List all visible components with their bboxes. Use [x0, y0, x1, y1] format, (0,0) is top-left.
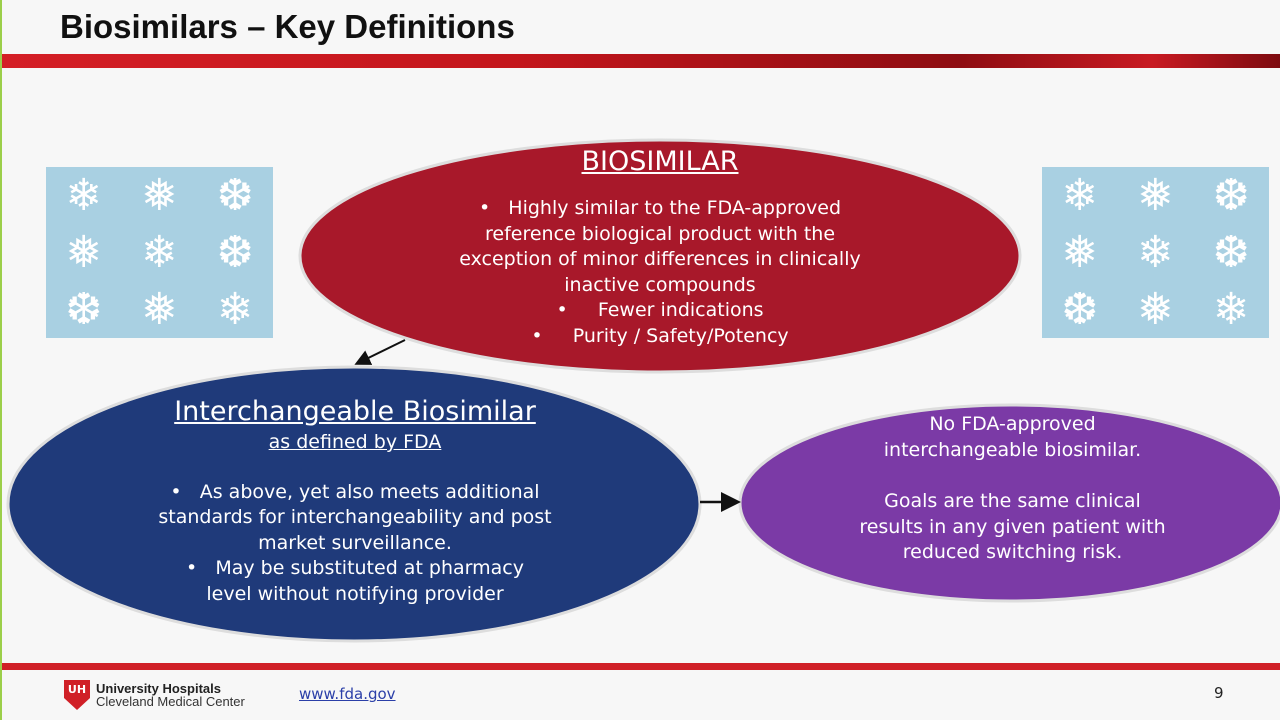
- snowflake-icon: ❆: [1061, 283, 1099, 335]
- interchangeable-heading: Interchangeable Biosimilar: [174, 396, 536, 427]
- interchangeable-text: Interchangeable Biosimilar as defined by…: [110, 394, 600, 607]
- snowflake-panel-right: ❄❅❆ ❅❄❆ ❆❅❄: [1042, 167, 1269, 338]
- snowflake-icon: ❄: [141, 226, 178, 278]
- snowflake-icon: ❄: [65, 169, 103, 221]
- interchangeable-bullet: • As above, yet also meets additional st…: [158, 480, 552, 554]
- snowflake-icon: ❅: [1061, 226, 1099, 278]
- uh-logo-mark: UH: [64, 680, 90, 710]
- snowflake-icon: ❅: [1137, 283, 1174, 335]
- snowflake-icon: ❄: [1212, 283, 1250, 335]
- slide-edge: [0, 0, 2, 720]
- interchangeable-ellipse: [6, 365, 702, 643]
- snowflake-icon: ❅: [141, 283, 178, 335]
- snowflake-icon: ❄: [1137, 226, 1174, 278]
- snowflake-icon: ❆: [216, 226, 254, 278]
- snowflake-icon: ❅: [65, 226, 103, 278]
- snowflake-icon: ❄: [1061, 169, 1099, 221]
- fda-link[interactable]: www.fda.gov: [299, 685, 396, 703]
- snowflake-icon: ❆: [65, 283, 103, 335]
- bullet-text: May be substituted at pharmacy level wit…: [206, 557, 524, 605]
- logo-line-2: Cleveland Medical Center: [96, 693, 245, 709]
- biosimilar-heading: BIOSIMILAR: [581, 146, 739, 177]
- snowflake-icon: ❅: [141, 169, 178, 221]
- bullet-text: Purity / Safety/Potency: [572, 324, 789, 347]
- bullet-text: Fewer indications: [597, 299, 764, 321]
- slide-title: Biosimilars – Key Definitions: [60, 8, 515, 45]
- snowflake-icon: ❅: [1137, 169, 1174, 221]
- biosimilar-bullet: • Fewer indications: [556, 299, 764, 321]
- footer-bar: [2, 663, 1280, 670]
- biosimilar-bullet: • Highly similar to the FDA-approved ref…: [459, 197, 861, 296]
- uh-logo: UH University Hospitals Cleveland Medica…: [64, 680, 245, 710]
- snowflake-icon: ❆: [1212, 169, 1250, 221]
- biosimilar-bullet: • Purity / Safety/Potency: [531, 324, 789, 347]
- bullet-text: As above, yet also meets additional stan…: [158, 480, 552, 554]
- snowflake-icon: ❆: [1212, 226, 1250, 278]
- note-text: No FDA-approved interchangeable biosimil…: [850, 412, 1175, 566]
- biosimilar-ellipse: [298, 138, 1022, 374]
- arrow-biosimilar-to-interchangeable: [354, 339, 406, 365]
- note-line-2: Goals are the same clinical results in a…: [859, 490, 1166, 563]
- biosimilar-text: BIOSIMILAR • Highly similar to the FDA-a…: [420, 144, 900, 349]
- logo-line-1: University Hospitals: [96, 680, 221, 696]
- snowflake-icon: ❆: [216, 169, 254, 221]
- note-line-1: No FDA-approved interchangeable biosimil…: [883, 413, 1142, 461]
- page-number: 9: [1214, 684, 1224, 702]
- interchangeable-subheading: as defined by FDA: [268, 431, 442, 453]
- bullet-text: Highly similar to the FDA-approved refer…: [459, 197, 861, 296]
- title-bar: [2, 54, 1280, 68]
- snowflake-icon: ❄: [216, 283, 254, 335]
- snowflake-panel-left: ❄❅❆ ❅❄❆ ❆❅❄: [46, 167, 273, 338]
- interchangeable-bullet: • May be substituted at pharmacy level w…: [186, 557, 524, 605]
